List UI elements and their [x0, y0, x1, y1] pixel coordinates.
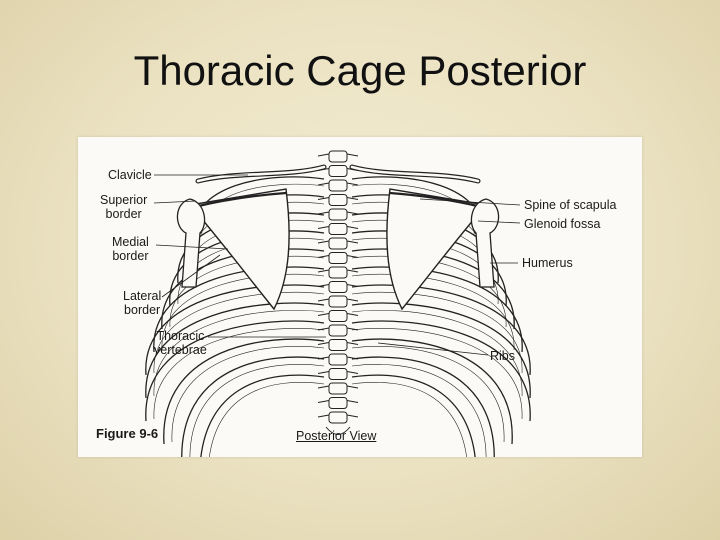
left-rib-edge [153, 328, 325, 420]
vertebra [328, 281, 348, 293]
left-rib-edge [153, 310, 325, 397]
vertebra [328, 368, 348, 380]
label-lateral-border: Lateral border [123, 289, 162, 317]
right-rib [351, 338, 513, 445]
right-rib-edge [351, 328, 523, 420]
transverse-process [317, 225, 359, 230]
transverse-process [317, 341, 359, 346]
vertebra [328, 382, 348, 395]
transverse-process [317, 269, 359, 273]
leader-line [153, 200, 197, 204]
right-rib [351, 356, 495, 457]
vertebra [328, 208, 348, 221]
right-rib-edge [351, 382, 467, 457]
leader-line [377, 342, 489, 356]
right-rib [351, 302, 531, 399]
transverse-process [317, 240, 359, 244]
left-rib-edge [169, 255, 325, 328]
right-rib-edge [351, 346, 505, 443]
vertebra [328, 223, 348, 235]
leader-line [155, 244, 229, 250]
left-rib [153, 266, 325, 353]
right-rib [351, 266, 523, 353]
vertebra [328, 324, 348, 337]
sacrum-top [325, 426, 351, 435]
right-rib-edge [351, 274, 515, 351]
vertebra [328, 150, 348, 163]
right-scapula [386, 188, 488, 311]
left-rib-edge [209, 382, 325, 457]
vertebra [328, 353, 348, 366]
slide-title: Thoracic Cage Posterior [133, 47, 587, 94]
left-rib [163, 338, 325, 445]
right-rib [351, 320, 531, 422]
vertebra [328, 266, 348, 279]
transverse-process [317, 298, 359, 302]
label-clavicle: Clavicle [108, 168, 152, 182]
left-rib [200, 374, 325, 457]
leader-line [477, 220, 521, 224]
vertebra [328, 237, 348, 250]
left-humerus [176, 198, 206, 288]
label-thoracic-vertebrae: Thoracic vertebrae [154, 329, 207, 357]
label-ribs: Ribs [490, 349, 516, 363]
left-rib [145, 320, 325, 422]
transverse-process [317, 254, 359, 259]
right-rib [351, 248, 515, 330]
left-scapula [188, 188, 290, 311]
figure-caption: Posterior View [296, 429, 377, 443]
right-rib [351, 284, 531, 376]
transverse-process [317, 399, 359, 404]
left-rib [145, 284, 325, 376]
leader-line [161, 254, 221, 298]
label-spine-of-scapula: Spine of scapula [524, 198, 617, 212]
vertebra [328, 194, 348, 206]
transverse-process [317, 153, 359, 157]
right-clavicle-fill [350, 165, 480, 183]
left-rib-edge [171, 346, 325, 443]
right-rib-edge [351, 364, 487, 457]
right-rib-edge [351, 310, 523, 397]
vertebra [328, 339, 348, 351]
left-clavicle-fill [196, 165, 326, 183]
vertebra [328, 411, 348, 424]
leader-line [419, 198, 521, 206]
label-humerus: Humerus [522, 256, 573, 270]
vertebra [328, 165, 348, 177]
transverse-process [317, 196, 359, 201]
right-scapula-spine [389, 191, 483, 209]
label-glenoid-fossa: Glenoid fossa [524, 217, 601, 231]
left-scapula-spine [193, 191, 287, 209]
left-rib [161, 248, 325, 330]
transverse-process [317, 312, 359, 317]
transverse-process [317, 211, 359, 215]
figure-number: Figure 9-6 [96, 426, 159, 441]
left-rib-edge [189, 364, 325, 457]
transverse-process [317, 182, 359, 186]
left-rib [145, 302, 325, 399]
vertebra [328, 179, 348, 192]
label-medial-border: Medial border [112, 235, 149, 263]
vertebra [328, 397, 348, 409]
transverse-process [317, 356, 359, 360]
transverse-process [317, 414, 359, 418]
thoracic-cage-illustration [145, 150, 531, 457]
left-rib-edge [161, 274, 325, 351]
transverse-process [317, 283, 359, 288]
vertebra [328, 252, 348, 264]
right-humerus [470, 198, 500, 288]
skeleton-figure: Clavicle Superior border Medial border L… [78, 137, 642, 457]
transverse-process [317, 327, 359, 331]
label-superior-border: Superior border [100, 193, 148, 221]
right-rib-edge [351, 255, 507, 328]
left-rib [181, 356, 325, 457]
vertebra [328, 295, 348, 308]
right-rib-edge [351, 292, 523, 374]
transverse-process [317, 370, 359, 375]
transverse-process [317, 385, 359, 389]
vertebra [328, 310, 348, 322]
left-rib-edge [153, 292, 325, 374]
right-rib [351, 374, 476, 457]
